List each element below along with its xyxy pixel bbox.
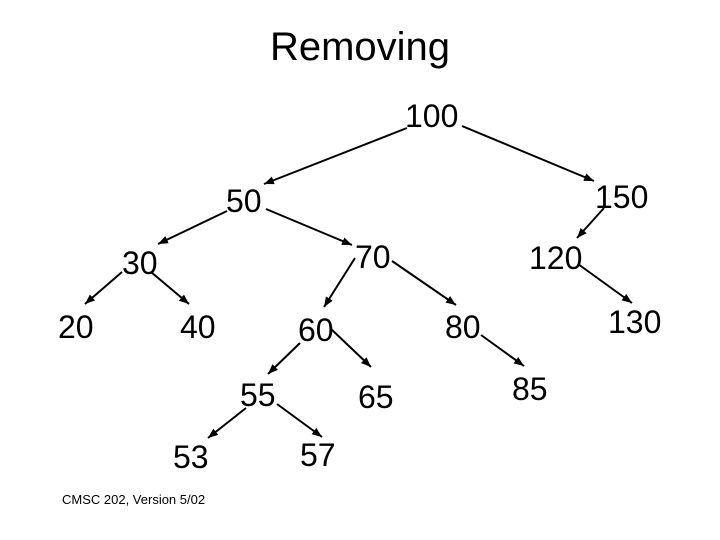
slide-title: Removing (269, 25, 451, 69)
tree-node-130: 130 (608, 304, 662, 340)
tree-node-30: 30 (122, 245, 158, 281)
tree-edge-55-53 (207, 407, 247, 439)
tree-node-57: 57 (300, 437, 336, 473)
tree-edge-80-85 (480, 334, 525, 367)
tree-node-70: 70 (355, 239, 391, 275)
tree-edge-70-60 (323, 257, 356, 308)
tree-node-100: 100 (405, 98, 459, 134)
tree-edge-55-57 (276, 403, 323, 438)
tree-edge-50-70 (265, 208, 353, 246)
tree-node-60: 60 (298, 312, 334, 348)
tree-node-55: 55 (240, 377, 276, 413)
tree-edge-30-40 (150, 271, 190, 305)
tree-node-50: 50 (226, 183, 262, 219)
tree-edge-120-130 (577, 263, 633, 304)
tree-node-40: 40 (180, 309, 216, 345)
tree-node-85: 85 (512, 371, 548, 407)
tree-node-80: 80 (445, 309, 481, 345)
tree-edge-50-30 (157, 210, 228, 245)
tree-edge-60-55 (267, 342, 301, 375)
tree-edge-100-50 (263, 127, 408, 185)
tree-node-65: 65 (358, 379, 394, 415)
tree-edge-100-150 (461, 125, 595, 182)
tree-node-20: 20 (58, 309, 94, 345)
tree-node-53: 53 (173, 439, 209, 475)
tree-edge-70-80 (391, 260, 457, 306)
tree-edge-30-20 (84, 271, 123, 305)
tree-edge-60-65 (330, 328, 372, 368)
slide-footer: CMSC 202, Version 5/02 (62, 492, 206, 507)
tree-node-150: 150 (595, 179, 649, 215)
tree-edge-150-120 (576, 207, 605, 239)
tree-node-120: 120 (529, 240, 583, 276)
